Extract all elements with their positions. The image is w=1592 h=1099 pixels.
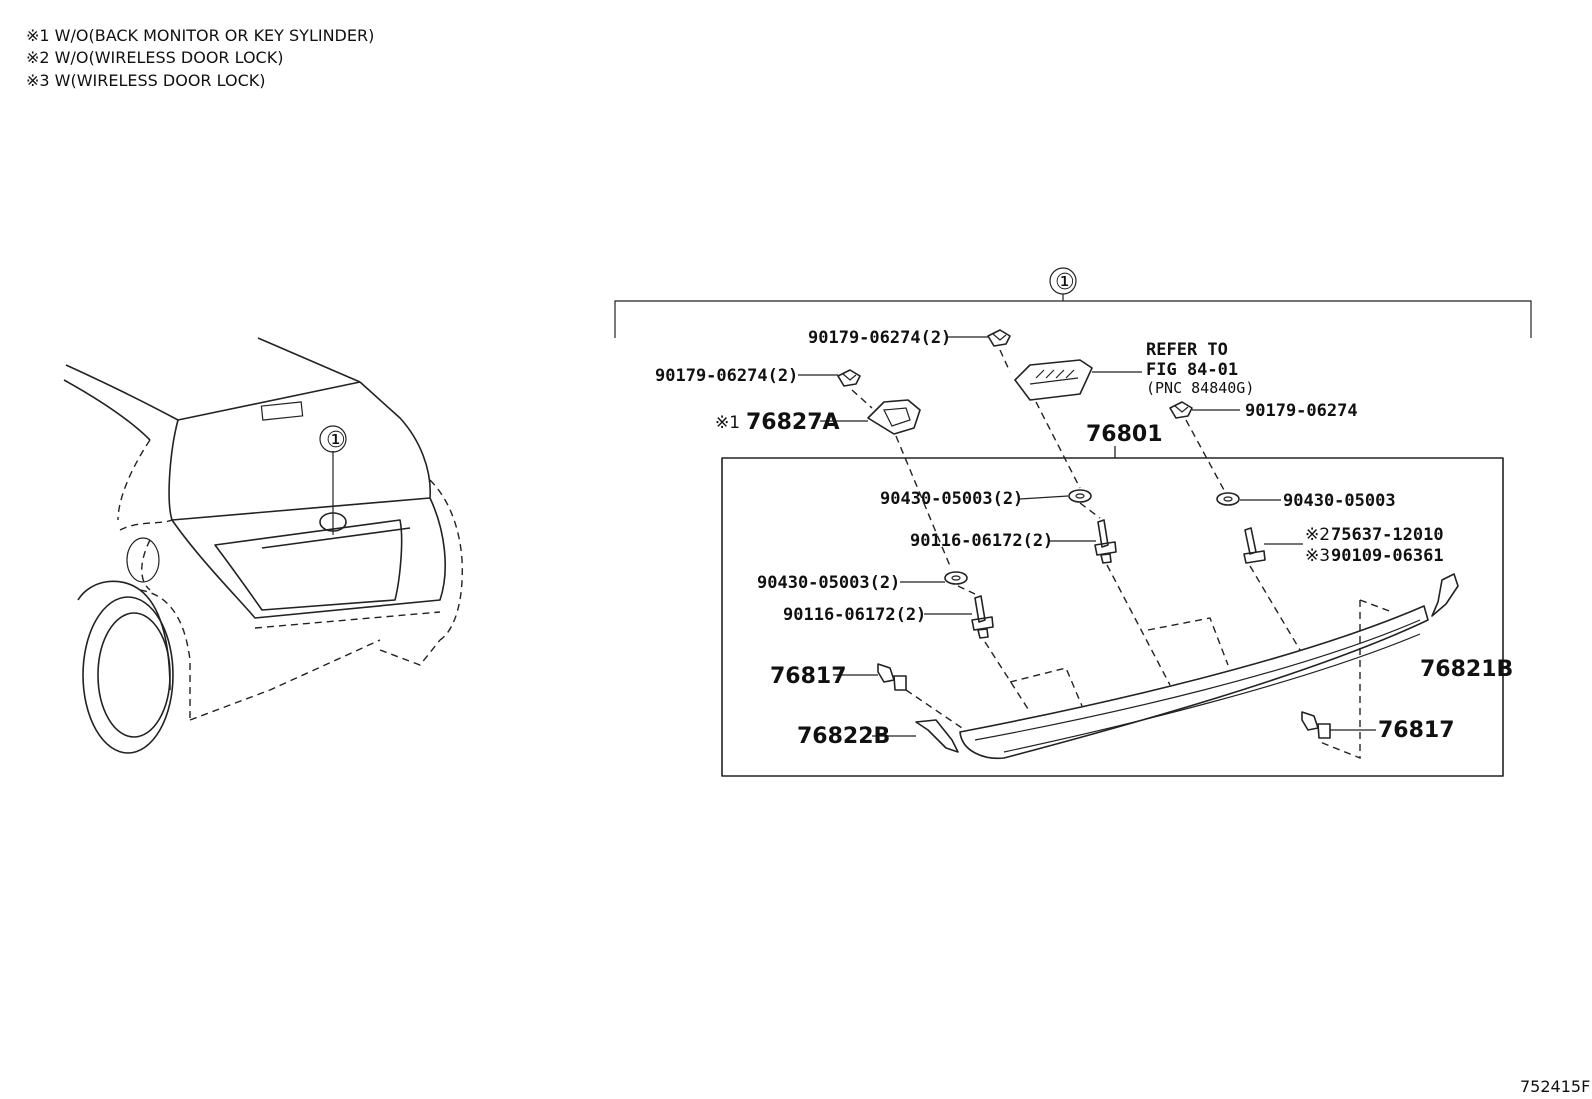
label-washer-right: 90430-05003 — [1283, 491, 1396, 511]
label-nut-left: 90179-06274(2) — [655, 366, 798, 386]
label-screw-mark-b: ※3 — [1305, 546, 1330, 566]
car-rear-illustration: ① — [63, 337, 463, 754]
clip-left-icon — [877, 663, 907, 691]
note-1: ※1 W/O(BACK MONITOR OR KEY SYLINDER) — [26, 26, 374, 45]
screw-right-icon — [1243, 527, 1266, 564]
nut-left-icon — [837, 369, 861, 387]
leader-lines — [798, 336, 1376, 737]
camera-cover-icon — [867, 399, 921, 435]
washer-center-icon — [1068, 489, 1092, 503]
label-bolt-center: 90116-06172(2) — [910, 531, 1053, 551]
label-clip-right: 76817 — [1378, 718, 1455, 743]
end-cap-right-icon — [1431, 573, 1459, 617]
label-cover-mark: ※1 — [715, 413, 740, 433]
label-screw-a: 75637-12010 — [1331, 525, 1444, 545]
label-clip-left: 76817 — [770, 664, 847, 689]
label-refer-2: FIG 84-01 — [1146, 360, 1238, 380]
label-nut-right: 90179-06274 — [1245, 401, 1358, 421]
label-washer-left: 90430-05003(2) — [757, 573, 900, 593]
back-door-garnish — [959, 605, 1429, 760]
washer-left-icon — [944, 571, 968, 585]
nut-right-icon — [1169, 401, 1193, 419]
end-cap-left-icon — [915, 719, 959, 753]
label-cover: 76827A — [746, 410, 840, 435]
label-screw-b: 90109-06361 — [1331, 546, 1444, 566]
note-2: ※2 W/O(WIRELESS DOOR LOCK) — [26, 48, 283, 67]
note-3: ※3 W(WIRELESS DOOR LOCK) — [26, 71, 265, 90]
clip-right-icon — [1301, 711, 1331, 739]
label-nut-top: 90179-06274(2) — [808, 328, 951, 348]
label-refer-1: REFER TO — [1146, 340, 1228, 360]
assembly-lines — [851, 349, 1393, 760]
garnish-box — [721, 457, 1504, 777]
label-bolt-left: 90116-06172(2) — [783, 605, 926, 625]
assembly-callout: ① — [1055, 270, 1075, 295]
label-refer-3: (PNC 84840G) — [1146, 379, 1254, 397]
switch-icon — [1014, 359, 1093, 401]
label-end-right: 76821B — [1420, 657, 1513, 682]
washer-right-icon — [1216, 492, 1240, 506]
assembly-bracket: ① — [614, 267, 1532, 338]
bolt-left-icon — [971, 595, 994, 639]
label-screw-mark-a: ※2 — [1305, 525, 1330, 545]
label-washer-center: 90430-05003(2) — [880, 489, 1023, 509]
figure-id: 752415F — [1520, 1077, 1590, 1096]
label-end-left: 76822B — [797, 724, 890, 749]
nut-top-icon — [987, 329, 1011, 347]
label-garnish: 76801 — [1086, 422, 1163, 447]
bolt-center-icon — [1094, 519, 1117, 564]
car-callout: ① — [326, 428, 346, 453]
